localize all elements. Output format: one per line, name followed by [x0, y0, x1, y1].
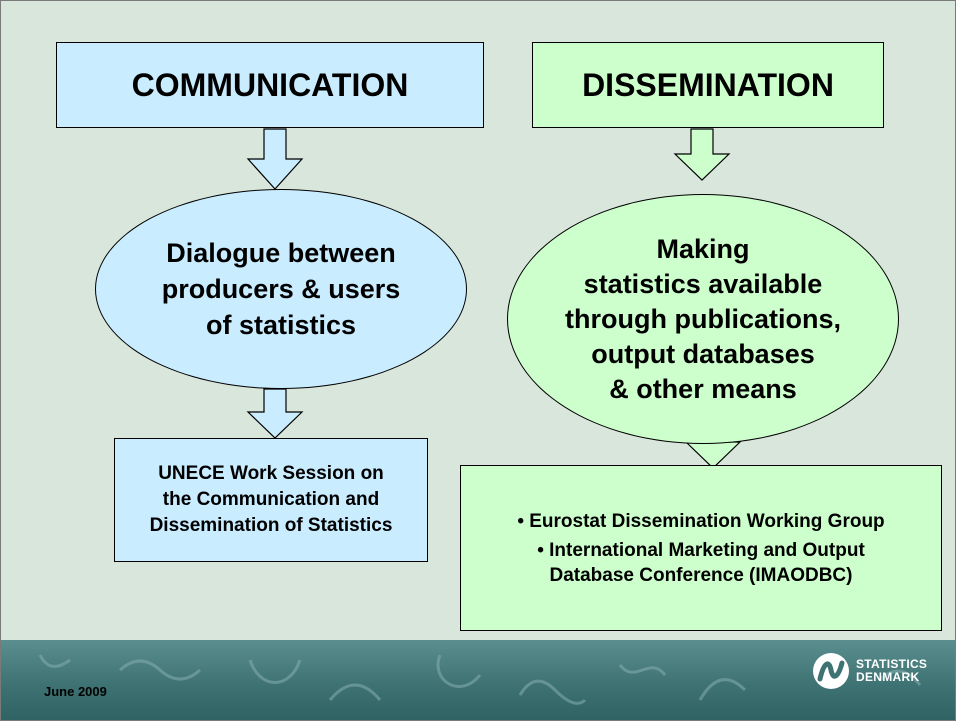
- footer-banner: June 2009 STATISTICS DENMARK: [0, 640, 956, 721]
- logo-wordmark: STATISTICS DENMARK: [856, 658, 927, 684]
- communication-box: COMMUNICATION: [56, 42, 484, 128]
- dialogue-text: Dialogue between producers & users of st…: [161, 238, 401, 340]
- unece-box: UNECE Work Session on the Communication …: [114, 438, 428, 562]
- dissemination-title: DISSEMINATION: [582, 66, 834, 103]
- dialogue-ellipse: Dialogue between producers & users of st…: [95, 189, 467, 389]
- banner-decoration: [38, 654, 922, 705]
- logo-line-1: STATISTICS: [856, 657, 928, 671]
- arrow-communication-to-dialogue: [246, 128, 304, 190]
- making-available-text: Making statistics available through publ…: [565, 233, 841, 404]
- imaodbc-item: • International Marketing and Output Dat…: [537, 539, 865, 586]
- eurostat-item: • Eurostat Dissemination Working Group: [517, 510, 885, 532]
- footer-date: June 2009: [44, 684, 107, 699]
- unece-text: UNECE Work Session on the Communication …: [149, 463, 393, 536]
- communication-title: COMMUNICATION: [131, 66, 409, 103]
- making-available-ellipse: Making statistics available through publ…: [507, 194, 899, 444]
- statistics-denmark-logo-icon: [813, 653, 849, 689]
- statistics-denmark-logo: STATISTICS DENMARK: [812, 652, 927, 690]
- arrow-dialogue-to-unece: [246, 388, 304, 439]
- dissemination-box: DISSEMINATION: [532, 42, 884, 128]
- eurostat-box: • Eurostat Dissemination Working Group •…: [460, 465, 942, 631]
- logo-line-2: DENMARK: [856, 670, 920, 684]
- arrow-dissemination-to-making: [673, 128, 731, 181]
